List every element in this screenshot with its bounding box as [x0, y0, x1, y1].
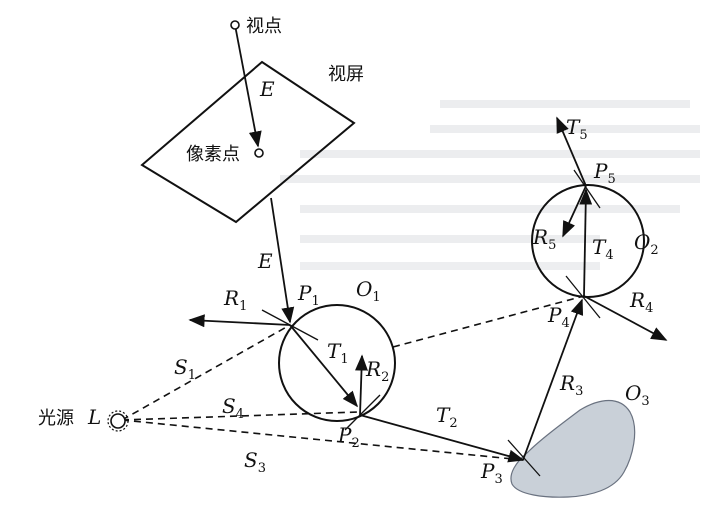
label-r1: R1 [223, 286, 247, 314]
label-t5: T5 [566, 115, 588, 143]
normal-p5 [573, 169, 601, 209]
light-source-icon [107, 410, 129, 432]
pixel-dot [254, 148, 264, 158]
label-p3: P3 [480, 459, 503, 487]
label-o3: O3 [625, 381, 650, 409]
reflect-ray-r4 [583, 295, 668, 341]
transmit-ray-t2 [359, 414, 525, 463]
label-pixel: 像素点 [186, 144, 240, 165]
shadow-ray-s1 [121, 324, 291, 421]
shadow-rays [121, 295, 585, 461]
label-t1: T1 [327, 339, 349, 367]
object-o3 [510, 399, 636, 498]
label-p5: P5 [593, 159, 616, 187]
object-o2 [531, 184, 645, 298]
label-r5: R5 [532, 225, 556, 253]
label-o2: O2 [634, 230, 659, 258]
object-o1 [278, 304, 396, 422]
reflect-ray-r5 [562, 185, 587, 238]
label-screen: 视屏 [328, 64, 364, 85]
reflect-ray-r1 [188, 314, 291, 328]
label-r2: R2 [365, 357, 389, 385]
label-s4: S4 [222, 394, 244, 422]
label-o1: O1 [356, 277, 381, 305]
label-p1: P1 [297, 281, 320, 309]
reflect-ray-r3 [522, 298, 584, 461]
label-p4: P4 [547, 303, 570, 331]
eye-ray-lower [270, 197, 295, 324]
shadow-ray-s4 [121, 411, 359, 421]
label-viewpoint: 视点 [246, 16, 282, 37]
label-e-upper: E [259, 77, 275, 101]
label-t2: T2 [436, 403, 458, 431]
reflect-ray-r2 [355, 354, 368, 416]
label-light-l: L [87, 405, 101, 429]
label-light-source: 光源 [38, 408, 74, 429]
shadow-ray-o1-o2 [392, 295, 585, 348]
normal-p2 [344, 394, 381, 431]
view-screen [140, 60, 356, 224]
label-r4: R4 [629, 288, 653, 316]
label-t4: T4 [592, 235, 614, 263]
transmit-ray-t5 [556, 116, 587, 187]
label-r3: R3 [559, 371, 583, 399]
transmit-ray-t1 [289, 324, 359, 408]
label-s1: S1 [174, 355, 196, 383]
label-e-lower: E [257, 249, 273, 273]
label-s3: S3 [244, 448, 266, 476]
label-p2: P2 [337, 423, 360, 451]
shadow-ray-s3 [121, 419, 524, 461]
viewpoint-dot [230, 20, 240, 30]
transmit-ray-t4 [579, 188, 593, 297]
eye-ray-upper [234, 24, 262, 148]
